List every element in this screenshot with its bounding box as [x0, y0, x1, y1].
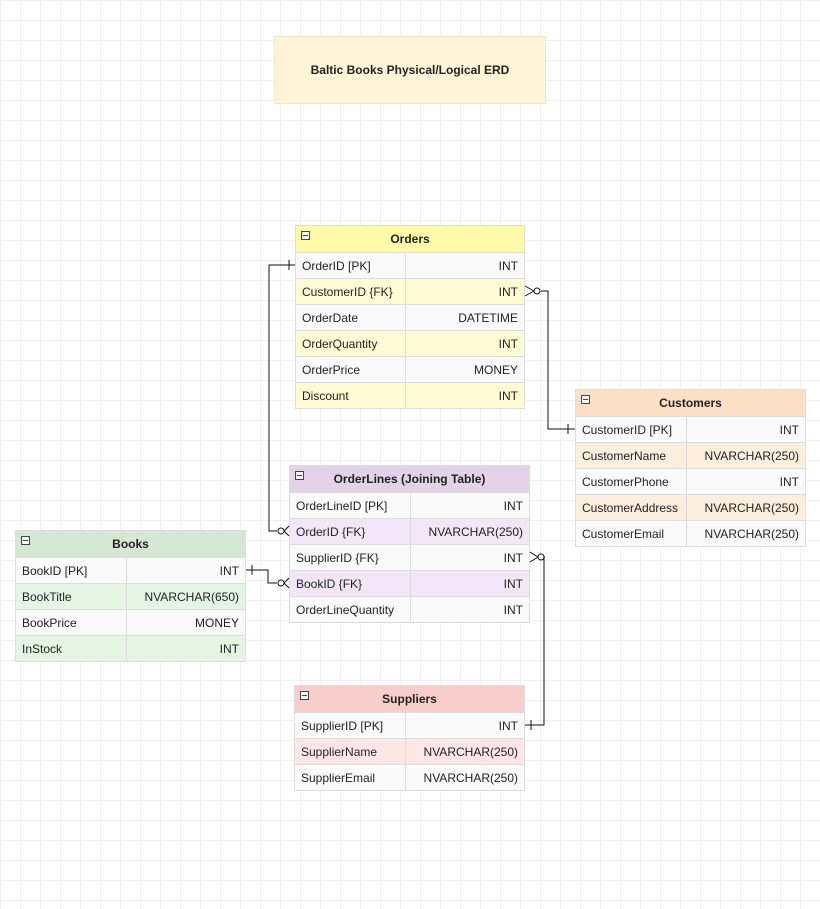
field-type: DATETIME: [458, 310, 518, 325]
field-type: INT: [503, 550, 523, 565]
collapse-icon[interactable]: [301, 231, 310, 240]
suppliers-row-supplierid[interactable]: SupplierID [PK] INT: [295, 712, 524, 738]
field-name: CustomerAddress: [576, 495, 687, 520]
customers-table-header[interactable]: Customers: [576, 390, 805, 416]
orderlines-row-supplierid[interactable]: SupplierID {FK} INT: [290, 544, 529, 570]
field-name: SupplierID [PK]: [295, 713, 406, 738]
field-name: OrderPrice: [296, 357, 406, 382]
orders-row-orderdate[interactable]: OrderDate DATETIME: [296, 304, 524, 330]
orderlines-table-title: OrderLines (Joining Table): [333, 472, 486, 486]
collapse-icon[interactable]: [21, 536, 30, 545]
field-type: MONEY: [194, 615, 239, 630]
field-name: OrderID [PK]: [296, 253, 406, 278]
suppliers-table-header[interactable]: Suppliers: [295, 686, 524, 712]
customers-row-customeraddress[interactable]: CustomerAddress NVARCHAR(250): [576, 494, 805, 520]
field-name: Discount: [296, 383, 406, 408]
field-type: INT: [503, 602, 523, 617]
diagram-title: Baltic Books Physical/Logical ERD: [274, 36, 546, 104]
orderlines-row-orderlinequantity[interactable]: OrderLineQuantity INT: [290, 596, 529, 622]
field-type: INT: [498, 284, 518, 299]
books-row-bookid[interactable]: BookID [PK] INT: [16, 557, 245, 583]
field-type: INT: [498, 258, 518, 273]
relationship-books-orderlines[interactable]: [246, 565, 290, 589]
field-type: INT: [779, 422, 799, 437]
books-row-bookprice[interactable]: BookPrice MONEY: [16, 609, 245, 635]
field-name: BookID {FK}: [290, 571, 411, 596]
orders-row-orderprice[interactable]: OrderPrice MONEY: [296, 356, 524, 382]
field-type: MONEY: [473, 362, 518, 377]
suppliers-row-supplieremail[interactable]: SupplierEmail NVARCHAR(250): [295, 764, 524, 790]
orderlines-row-orderid[interactable]: OrderID {FK} NVARCHAR(250): [290, 518, 529, 544]
field-type: NVARCHAR(250): [704, 448, 799, 463]
field-type: INT: [779, 474, 799, 489]
field-name: InStock: [16, 636, 127, 661]
suppliers-table-title: Suppliers: [382, 692, 437, 706]
books-table-header[interactable]: Books: [16, 531, 245, 557]
orders-table-title: Orders: [390, 232, 430, 246]
customers-table[interactable]: Customers CustomerID [PK] INT CustomerNa…: [575, 389, 806, 547]
orders-table[interactable]: Orders OrderID [PK] INT CustomerID {FK} …: [295, 225, 525, 409]
field-type: NVARCHAR(250): [423, 770, 518, 785]
field-type: INT: [498, 718, 518, 733]
customers-row-customerphone[interactable]: CustomerPhone INT: [576, 468, 805, 494]
orderlines-row-orderlineid[interactable]: OrderLineID [PK] INT: [290, 492, 529, 518]
relationship-customers-orders[interactable]: [524, 285, 575, 434]
orders-row-discount[interactable]: Discount INT: [296, 382, 524, 408]
field-name: CustomerPhone: [576, 469, 687, 494]
field-type: INT: [219, 641, 239, 656]
field-name: OrderLineQuantity: [290, 597, 411, 622]
field-name: SupplierName: [295, 739, 406, 764]
suppliers-row-suppliername[interactable]: SupplierName NVARCHAR(250): [295, 738, 524, 764]
field-type: INT: [498, 388, 518, 403]
field-name: SupplierID {FK}: [290, 545, 411, 570]
field-type: INT: [503, 498, 523, 513]
field-type: NVARCHAR(250): [704, 526, 799, 541]
field-type: NVARCHAR(250): [423, 744, 518, 759]
orders-table-header[interactable]: Orders: [296, 226, 524, 252]
orders-row-customerid[interactable]: CustomerID {FK} INT: [296, 278, 524, 304]
customers-row-customeremail[interactable]: CustomerEmail NVARCHAR(250): [576, 520, 805, 546]
customers-table-title: Customers: [659, 396, 722, 410]
field-name: BookTitle: [16, 584, 127, 609]
field-type: INT: [219, 563, 239, 578]
field-name: OrderDate: [296, 305, 406, 330]
orderlines-row-bookid[interactable]: BookID {FK} INT: [290, 570, 529, 596]
customers-row-customername[interactable]: CustomerName NVARCHAR(250): [576, 442, 805, 468]
suppliers-table[interactable]: Suppliers SupplierID [PK] INT SupplierNa…: [294, 685, 525, 791]
field-name: BookPrice: [16, 610, 127, 635]
orderlines-table[interactable]: OrderLines (Joining Table) OrderLineID […: [289, 465, 530, 623]
field-type: NVARCHAR(250): [704, 500, 799, 515]
field-type: INT: [503, 576, 523, 591]
field-type: NVARCHAR(650): [144, 589, 239, 604]
field-name: SupplierEmail: [295, 765, 406, 790]
field-name: BookID [PK]: [16, 558, 127, 583]
books-row-instock[interactable]: InStock INT: [16, 635, 245, 661]
collapse-icon[interactable]: [295, 471, 304, 480]
collapse-icon[interactable]: [300, 691, 309, 700]
field-type: NVARCHAR(250): [428, 524, 523, 539]
collapse-icon[interactable]: [581, 395, 590, 404]
books-table[interactable]: Books BookID [PK] INT BookTitle NVARCHAR…: [15, 530, 246, 662]
books-row-booktitle[interactable]: BookTitle NVARCHAR(650): [16, 583, 245, 609]
field-type: INT: [498, 336, 518, 351]
customers-row-customerid[interactable]: CustomerID [PK] INT: [576, 416, 805, 442]
field-name: CustomerName: [576, 443, 687, 468]
field-name: CustomerID {FK}: [296, 279, 406, 304]
books-table-title: Books: [112, 537, 149, 551]
field-name: OrderLineID [PK]: [290, 493, 411, 518]
field-name: OrderQuantity: [296, 331, 406, 356]
orders-row-orderquantity[interactable]: OrderQuantity INT: [296, 330, 524, 356]
orderlines-table-header[interactable]: OrderLines (Joining Table): [290, 466, 529, 492]
field-name: OrderID {FK}: [290, 519, 411, 544]
field-name: CustomerEmail: [576, 521, 687, 546]
orders-row-orderid[interactable]: OrderID [PK] INT: [296, 252, 524, 278]
field-name: CustomerID [PK]: [576, 417, 687, 442]
